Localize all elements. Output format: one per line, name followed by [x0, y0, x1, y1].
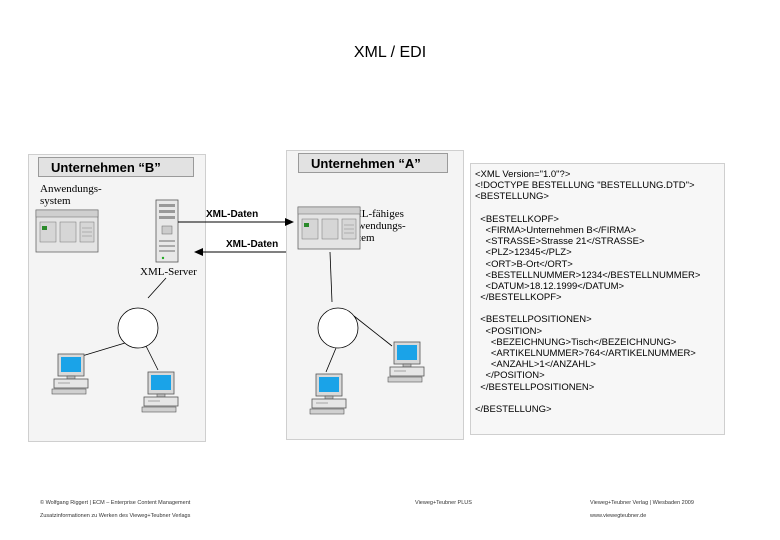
company-b-pc-1	[51, 353, 89, 395]
xml-line: <DATUM>18.12.1999</DATUM>	[475, 280, 625, 292]
xml-line: <STRASSE>Strasse 21</STRASSE>	[475, 236, 645, 248]
company-b-app-label-line: system	[40, 195, 71, 207]
company-b-mainframe	[35, 209, 99, 253]
xml-line: </BESTELLUNG>	[475, 403, 552, 415]
xml-line: <BESTELLKOPF>	[475, 213, 559, 225]
network-link	[147, 277, 167, 299]
network-link	[353, 315, 393, 347]
company-a-pc-2	[309, 373, 347, 415]
company-a-mainframe	[297, 206, 361, 250]
footer-url: www.viewegteubner.de	[590, 513, 647, 519]
xml-line	[475, 203, 724, 214]
company-b-app-label-line: Anwendungs-	[40, 183, 102, 195]
xml-document: <XML Version="1.0"?><!DOCTYPE BESTELLUNG…	[470, 163, 725, 435]
network-node-a	[317, 307, 359, 349]
xml-line: <BEZEICHNUNG>Tisch</BEZEICHNUNG>	[475, 336, 677, 348]
company-b-header: Unternehmen “B”	[38, 157, 194, 177]
company-a-pc-1	[387, 341, 425, 383]
xml-line: <ANZAHL>1</ANZAHL>	[475, 359, 596, 371]
xml-server	[155, 199, 179, 263]
footer-copyright: © Wolfgang Riggert | ECM – Enterprise Co…	[40, 500, 191, 506]
xml-line: <BESTELLPOSITIONEN>	[475, 314, 592, 326]
xml-line: <BESTELLNUMMER>1234</BESTELLNUMMER>	[475, 269, 701, 281]
network-node-b	[117, 307, 159, 349]
xml-line: <!DOCTYPE BESTELLUNG "BESTELLUNG.DTD">	[475, 180, 695, 192]
xml-line: </POSITION>	[475, 370, 545, 382]
xml-data-label-to-b: XML-Daten	[226, 239, 279, 250]
footer-publisher: Vieweg+Teubner Verlag | Wiesbaden 2009	[590, 500, 694, 506]
xml-line: </BESTELLPOSITIONEN>	[475, 381, 595, 393]
arrow-head-to-b	[194, 248, 203, 256]
xml-line: </BESTELLKOPF>	[475, 292, 562, 304]
xml-line: <ORT>B-Ort</ORT>	[475, 258, 573, 270]
xml-line: <POSITION>	[475, 325, 543, 337]
xml-data-label-to-a: XML-Daten	[206, 209, 259, 220]
xml-line: <ARTIKELNUMMER>764</ARTIKELNUMMER>	[475, 348, 696, 359]
footer-info: Zusatzinformationen zu Werken des Vieweg…	[40, 513, 191, 519]
network-link	[329, 251, 333, 303]
company-a-header: Unternehmen “A”	[298, 153, 448, 173]
xml-line: <XML Version="1.0"?>	[475, 169, 571, 180]
network-link	[145, 345, 159, 371]
xml-line: <PLZ>12345</PLZ>	[475, 247, 572, 259]
xml-line: <FIRMA>Unternehmen B</FIRMA>	[475, 224, 637, 236]
xml-line	[475, 303, 724, 314]
network-link	[81, 342, 126, 357]
company-b-pc-2	[141, 371, 179, 413]
xml-server-label: XML-Server	[140, 266, 197, 278]
arrow-head-to-a	[285, 218, 294, 226]
network-link	[325, 347, 337, 373]
footer-center: Vieweg+Teubner PLUS	[415, 500, 472, 506]
company-b-app-label: Anwendungs- system	[40, 183, 102, 207]
xml-line: <BESTELLUNG>	[475, 191, 549, 203]
xml-line	[475, 393, 724, 404]
slide-title: XML / EDI	[353, 44, 427, 61]
